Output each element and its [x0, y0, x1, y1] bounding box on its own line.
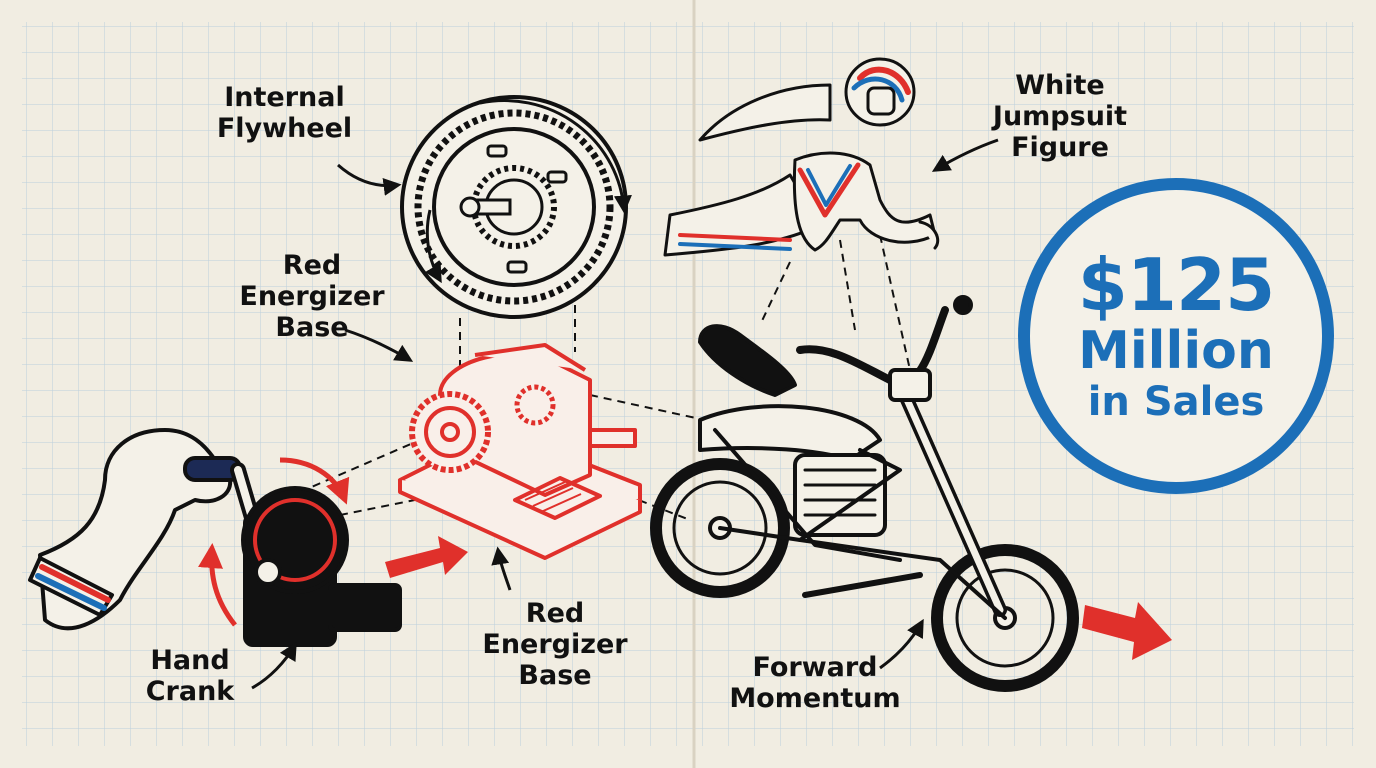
- momentum-label-line1: Forward: [752, 652, 878, 683]
- red-base-bottom-line1: Red: [525, 598, 585, 629]
- hand-crank-drawing: [28, 428, 402, 647]
- jumpsuit-figure-drawing: [663, 57, 940, 257]
- momentum-label-line2: Momentum: [729, 683, 901, 714]
- base-feed-arrow: [385, 536, 468, 578]
- jumpsuit-label: White Jumpsuit Figure: [970, 70, 1150, 163]
- motorcycle-drawing: [650, 295, 1079, 692]
- red-energizer-base-drawing: [398, 343, 642, 560]
- jumpsuit-label-line2: Jumpsuit: [992, 101, 1128, 132]
- sales-amount: $125: [1077, 243, 1275, 327]
- red-base-label-bottom: Red Energizer Base: [470, 598, 640, 691]
- sales-unit: Million: [1078, 321, 1274, 381]
- red-base-top-line3: Base: [275, 312, 349, 343]
- hand-crank-label-line1: Hand: [150, 645, 230, 676]
- flywheel-label-line1: Internal: [224, 82, 345, 113]
- forward-motion-arrow: [1082, 602, 1172, 660]
- sales-badge: $125 Million in Sales: [1018, 178, 1334, 494]
- rotation-arrows: [198, 457, 350, 627]
- label-arrows: [251, 138, 999, 690]
- flywheel-drawing: [400, 95, 632, 319]
- jumpsuit-label-line1: White: [1015, 70, 1105, 101]
- sales-suffix: in Sales: [1087, 379, 1265, 425]
- hand-crank-label-line2: Crank: [145, 676, 235, 707]
- red-base-top-line1: Red: [282, 250, 342, 281]
- red-base-bottom-line2: Energizer: [482, 629, 628, 660]
- momentum-label: Forward Momentum: [700, 652, 930, 714]
- flywheel-label-line2: Flywheel: [216, 113, 353, 144]
- flywheel-label: Internal Flywheel: [202, 82, 367, 144]
- red-base-top-line2: Energizer: [239, 281, 385, 312]
- red-base-label-top: Red Energizer Base: [232, 250, 392, 343]
- hand-crank-label: Hand Crank: [130, 645, 250, 707]
- jumpsuit-label-line3: Figure: [1011, 132, 1109, 163]
- red-base-bottom-line3: Base: [518, 660, 592, 691]
